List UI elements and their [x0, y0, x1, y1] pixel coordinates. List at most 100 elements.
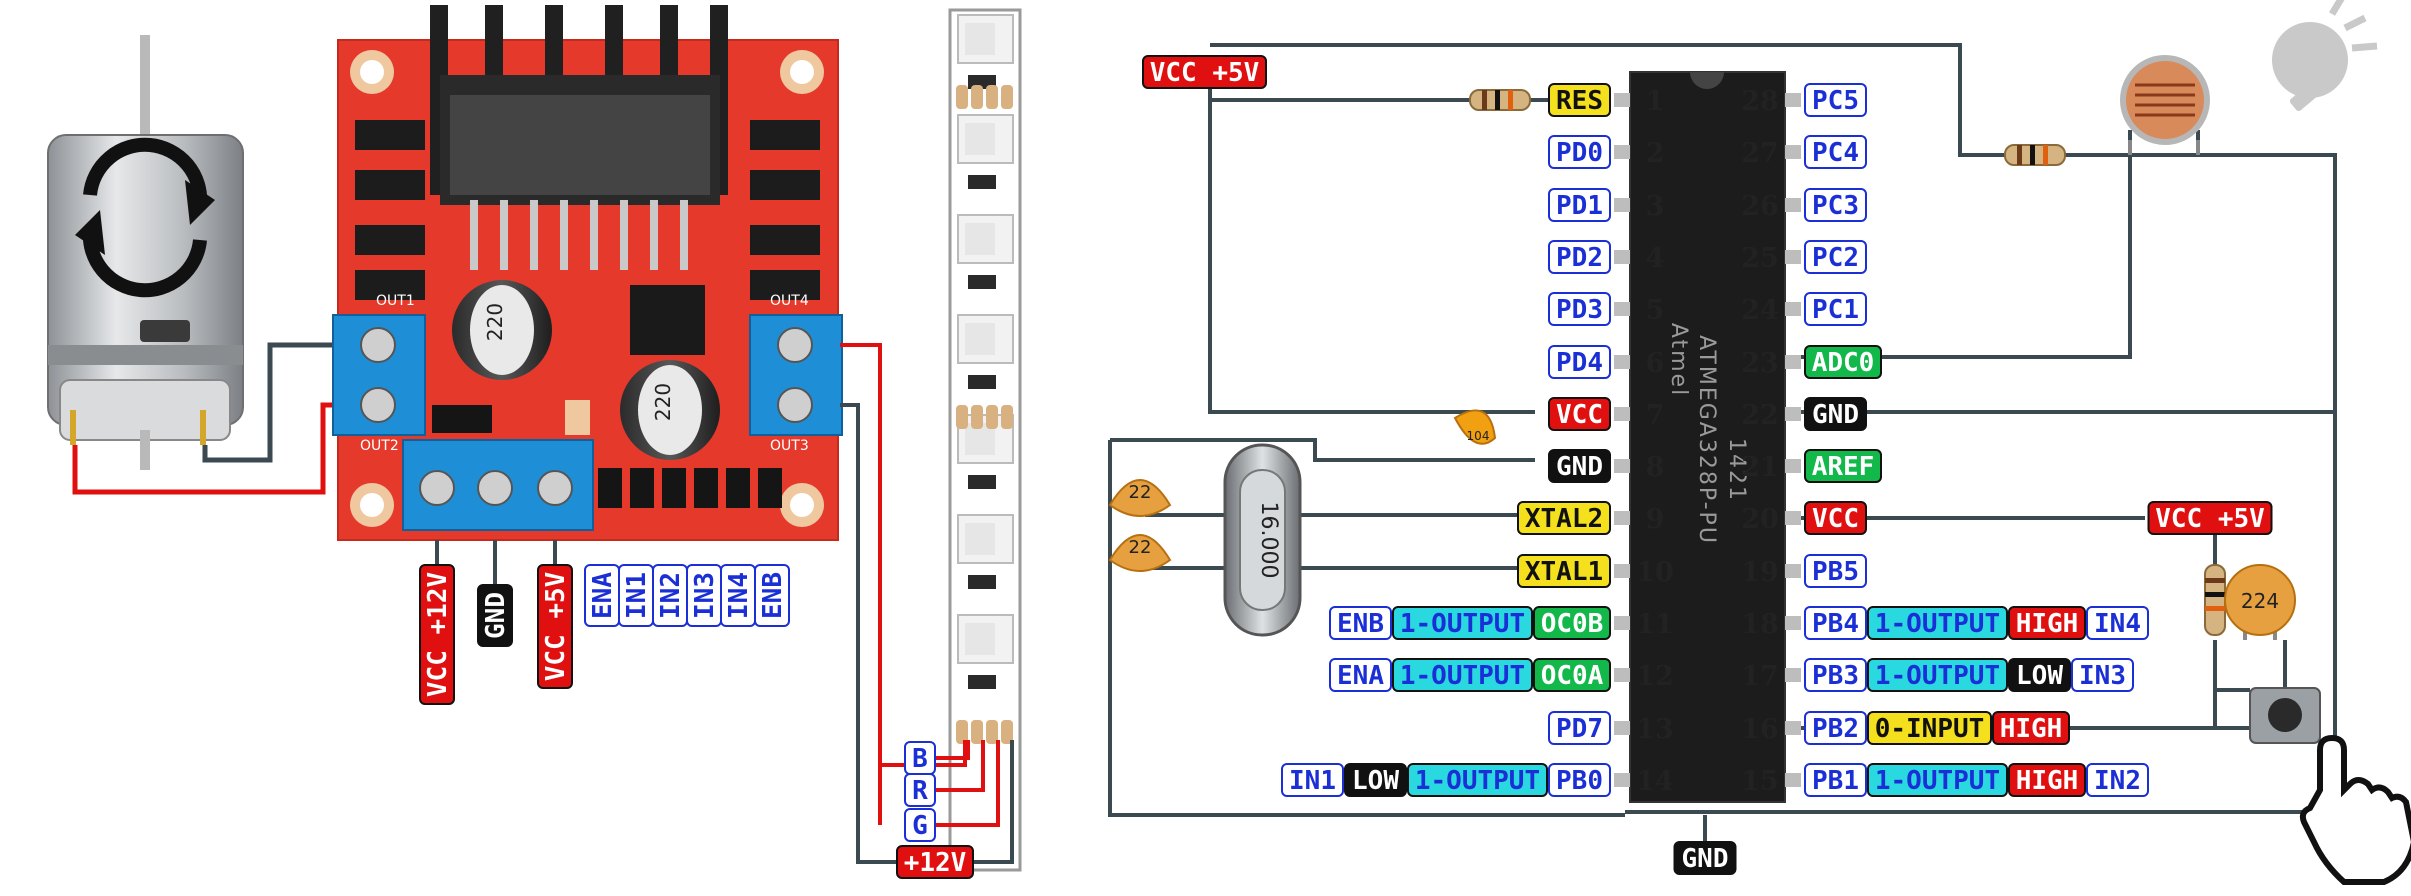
pin-label-pb4-18: PB4	[1804, 606, 1867, 640]
strip-pad	[986, 85, 998, 109]
chain-14-low: LOW	[1344, 763, 1407, 797]
out3-text: OUT3	[770, 438, 809, 454]
vcc-5v-label-top-left-text: VCC +5V	[1150, 58, 1260, 88]
pin-number-2: 2	[1646, 138, 1665, 169]
atmega328p-chip: ATMEGA328P-PU Atmel 1421	[1614, 71, 1801, 803]
pin-number-28: 28	[1741, 86, 1779, 117]
chip-leg	[1614, 407, 1630, 421]
svg-text:220: 220	[483, 303, 507, 341]
pin-number-9: 9	[1646, 504, 1665, 535]
motor-wire-red	[72, 402, 345, 495]
strip-label-12v: +12V	[896, 845, 974, 879]
pin-label-pb3-17-text: PB3	[1812, 661, 1859, 691]
chain-17-in3-text: IN3	[2079, 661, 2126, 691]
pin-label-pb5-19-text: PB5	[1812, 557, 1859, 587]
pin-number-13: 13	[1636, 714, 1674, 745]
pin-number-24: 24	[1741, 295, 1779, 326]
pin-label-oc0a-12: OC0A	[1533, 658, 1611, 692]
strip-pad	[956, 720, 968, 744]
pin-label-pd4-6-text: PD4	[1556, 348, 1603, 378]
driver-label-ena-3-text: ENA	[588, 572, 618, 619]
terminal-out3-out4	[749, 314, 843, 436]
strip-label-r-text: R	[912, 776, 928, 806]
led-chip	[965, 23, 995, 55]
led-resistor	[968, 275, 996, 289]
svg-text:224: 224	[2241, 589, 2279, 613]
pin-label-pb0-14-text: PB0	[1556, 766, 1603, 796]
resistor-reset	[1469, 89, 1531, 111]
vcc-5v-label-right-text: VCC +5V	[2155, 504, 2265, 534]
driver-label-in1-4-text: IN1	[622, 572, 652, 619]
driver-label-in1-4: IN1	[618, 564, 654, 627]
pin-label-aref-21-text: AREF	[1812, 452, 1875, 482]
light-bulb-icon	[2272, 0, 2378, 112]
gnd-label-bottom-text: GND	[1682, 844, 1729, 874]
strip-label-b: B	[904, 741, 936, 775]
pin-label-pd0-2-text: PD0	[1556, 138, 1603, 168]
pin-label-pd1-3: PD1	[1548, 188, 1611, 222]
driver-label-in3-6-text: IN3	[690, 572, 720, 619]
pin-label-gnd-8: GND	[1548, 449, 1611, 483]
pin-label-vcc-20: VCC	[1804, 501, 1867, 535]
pin-label-oc0a-12-text: OC0A	[1541, 661, 1604, 691]
chain-17-low: LOW	[2008, 658, 2071, 692]
pin-label-pd2-4: PD2	[1548, 240, 1611, 274]
rotate-arrows-icon	[82, 137, 208, 298]
pin-label-pc3-26: PC3	[1804, 188, 1867, 222]
strip-pad	[986, 720, 998, 744]
chain-14-1-output: 1-OUTPUT	[1407, 763, 1548, 797]
pin-label-pd4-6: PD4	[1548, 345, 1611, 379]
terminal-power	[402, 439, 594, 531]
pin-label-pc2-25: PC2	[1804, 240, 1867, 274]
pin-label-pb1-15: PB1	[1804, 763, 1867, 797]
strip-wire-gnd	[840, 403, 1014, 864]
chip-leg	[1614, 616, 1630, 630]
out4-text: OUT4	[770, 293, 809, 309]
ceramic-capacitor-22-a: 22	[1108, 479, 1172, 517]
chain-16-0-input: 0-INPUT	[1867, 711, 1992, 745]
chip-leg	[1785, 407, 1801, 421]
pin-number-25: 25	[1741, 243, 1779, 274]
pin-label-res-1-text: RES	[1556, 86, 1603, 116]
vcc-5v-label-top-left: VCC +5V	[1142, 55, 1267, 89]
chip-leg	[1785, 198, 1801, 212]
svg-text:104: 104	[1467, 429, 1490, 443]
pin-label-vcc-20-text: VCC	[1812, 504, 1859, 534]
led-resistor	[968, 475, 996, 489]
svg-text:22: 22	[1129, 537, 1152, 558]
gnd-label-bottom: GND	[1673, 841, 1737, 875]
chip-brand-marking: Atmel	[1666, 323, 1691, 397]
pin-number-19: 19	[1741, 557, 1779, 588]
driver-label-vcc-12v-0: VCC +12V	[419, 564, 455, 705]
pin-label-oc0b-11: OC0B	[1533, 606, 1611, 640]
chip-leg	[1785, 511, 1801, 525]
led-resistor	[968, 675, 996, 689]
chain-18-1-output-text: 1-OUTPUT	[1875, 609, 2000, 639]
chip-leg	[1614, 459, 1630, 473]
chain-11-1-output-text: 1-OUTPUT	[1400, 609, 1525, 639]
chain-18-in4-text: IN4	[2094, 609, 2141, 639]
chip-leg	[1614, 198, 1630, 212]
chip-leg	[1785, 145, 1801, 159]
driver-label-in3-6: IN3	[686, 564, 722, 627]
driver-label-gnd-1: GND	[477, 584, 513, 647]
pin-label-xtal2-9-text: XTAL2	[1525, 504, 1603, 534]
pin-number-12: 12	[1636, 661, 1674, 692]
pin-label-pc5-28: PC5	[1804, 83, 1867, 117]
driver-label-vcc-12v-0-text: VCC +12V	[423, 572, 453, 697]
pin-label-adc0-23-text: ADC0	[1812, 348, 1875, 378]
pin-label-xtal1-10-text: XTAL1	[1525, 557, 1603, 587]
chain-15-1-output: 1-OUTPUT	[1867, 763, 2008, 797]
strip-labels: BRG+12V	[878, 740, 1000, 879]
strip-label-wires	[878, 740, 1000, 827]
strip-label-g: G	[904, 808, 936, 842]
chip-leg	[1614, 93, 1630, 107]
pin-label-pc1-24-text: PC1	[1812, 295, 1859, 325]
led-resistor	[968, 575, 996, 589]
out2-text: OUT2	[360, 438, 399, 454]
strip-pad	[971, 405, 983, 429]
chain-17-low-text: LOW	[2016, 661, 2063, 691]
crystal-16mhz: 16.000	[1223, 443, 1302, 637]
strip-pad	[956, 405, 968, 429]
pin-label-pb1-15-text: PB1	[1812, 766, 1859, 796]
